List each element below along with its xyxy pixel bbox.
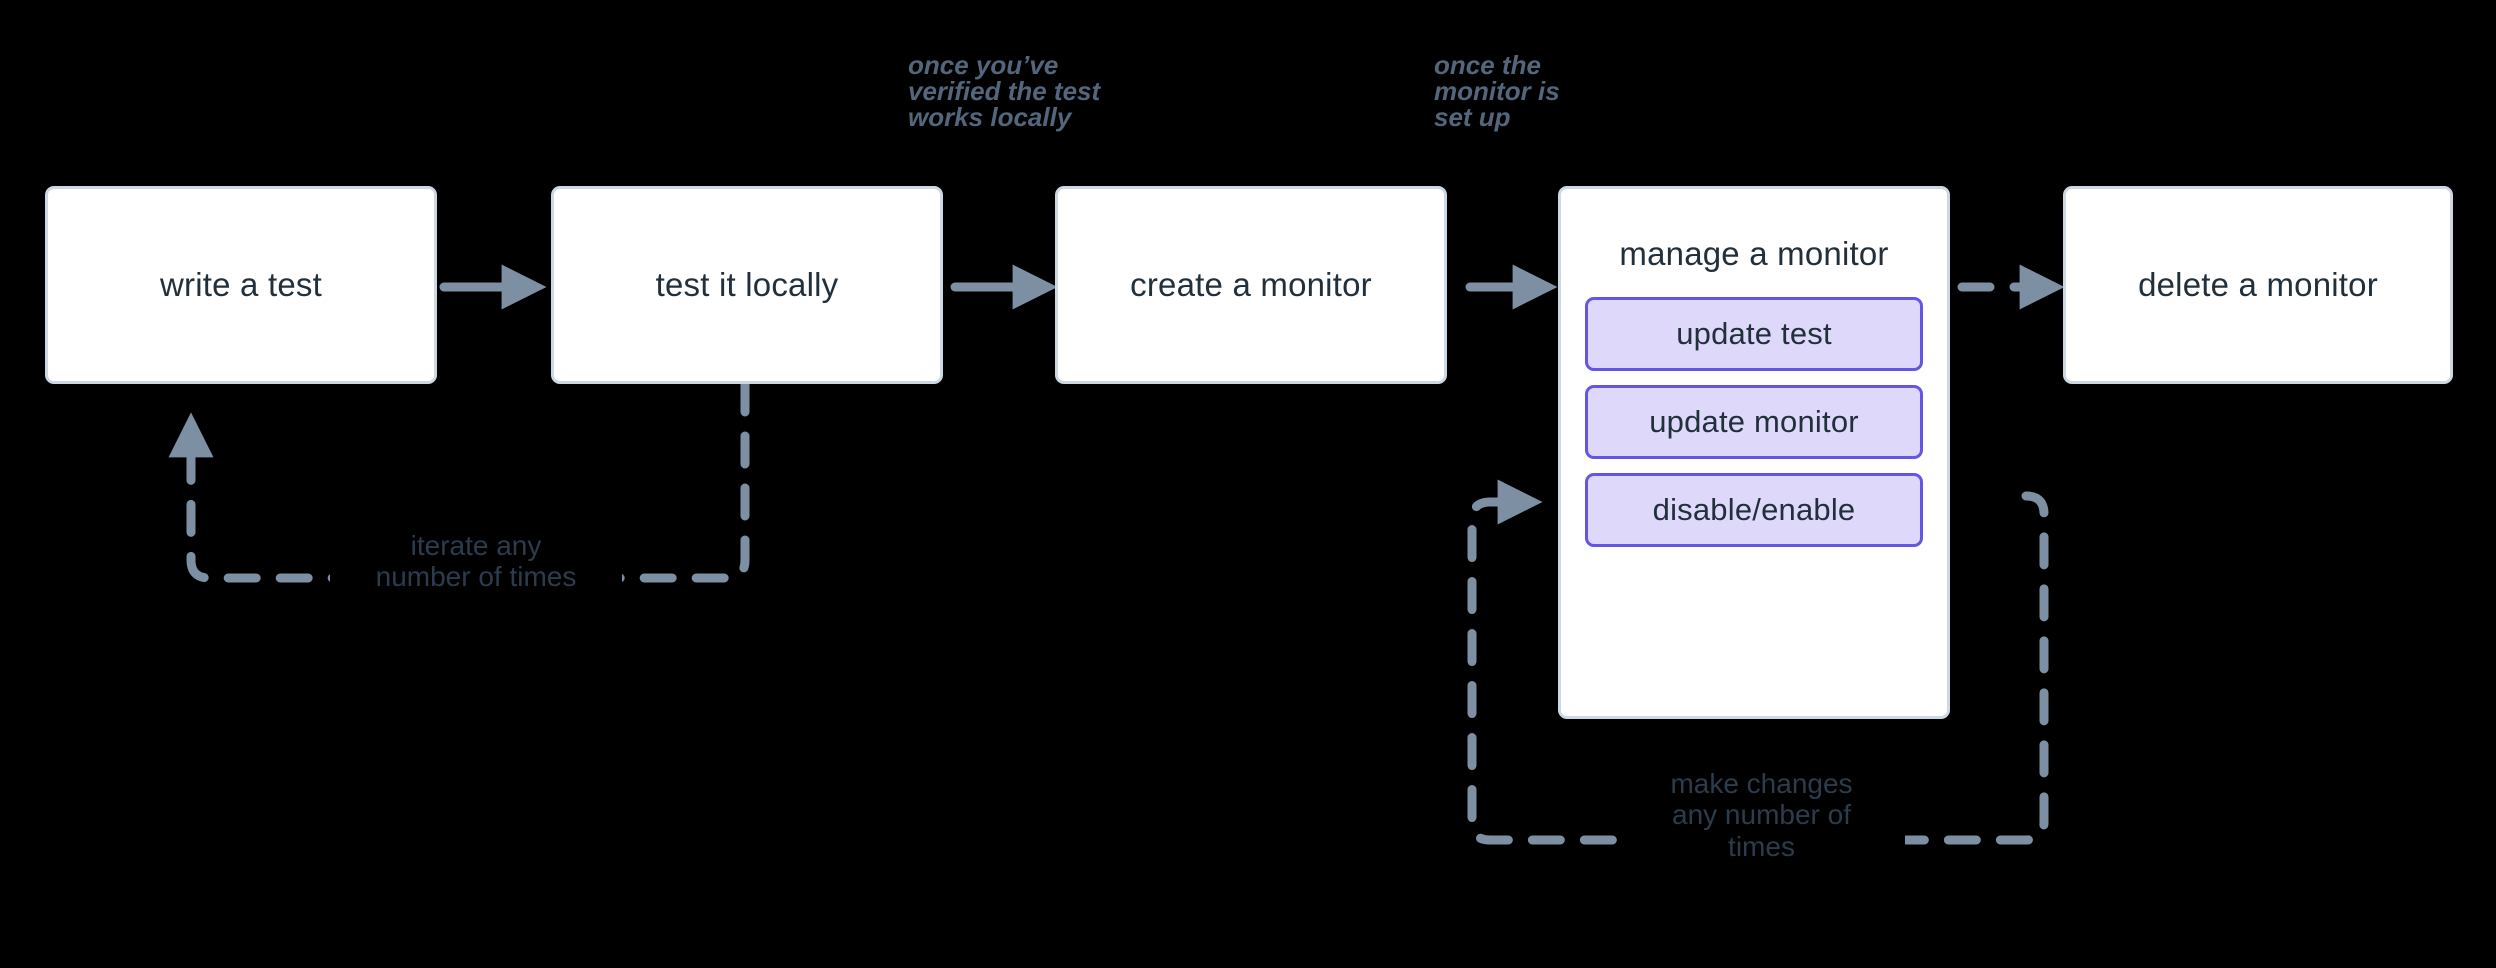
node-manage-a-monitor[interactable]: manage a monitor update test update moni… [1558, 186, 1950, 719]
node-test-it-locally[interactable]: test it locally [551, 186, 943, 384]
sub-node-label: disable/enable [1652, 492, 1856, 527]
node-label: write a test [160, 266, 322, 303]
node-delete-a-monitor[interactable]: delete a monitor [2063, 186, 2453, 384]
loop-label-make-changes: make changes any number of times [1618, 768, 1905, 863]
node-write-a-test[interactable]: write a test [45, 186, 437, 384]
loop-label-iterate: iterate any number of times [330, 530, 622, 593]
node-create-a-monitor[interactable]: create a monitor [1055, 186, 1447, 384]
sub-node-update-test[interactable]: update test [1585, 297, 1923, 371]
annotation-once-monitor-set-up: once the monitor is set up [1434, 50, 1560, 132]
manage-sub-actions: update test update monitor disable/enabl… [1585, 297, 1923, 547]
node-label: manage a monitor [1619, 235, 1889, 272]
sub-node-label: update test [1676, 316, 1832, 351]
annotation-once-youve-verified: once you’ve verified the test works loca… [908, 50, 1101, 132]
node-label: create a monitor [1130, 266, 1372, 303]
node-label: test it locally [655, 266, 839, 303]
sub-node-disable-enable[interactable]: disable/enable [1585, 473, 1923, 547]
sub-node-label: update monitor [1649, 404, 1859, 439]
sub-node-update-monitor[interactable]: update monitor [1585, 385, 1923, 459]
node-label: delete a monitor [2138, 266, 2378, 303]
